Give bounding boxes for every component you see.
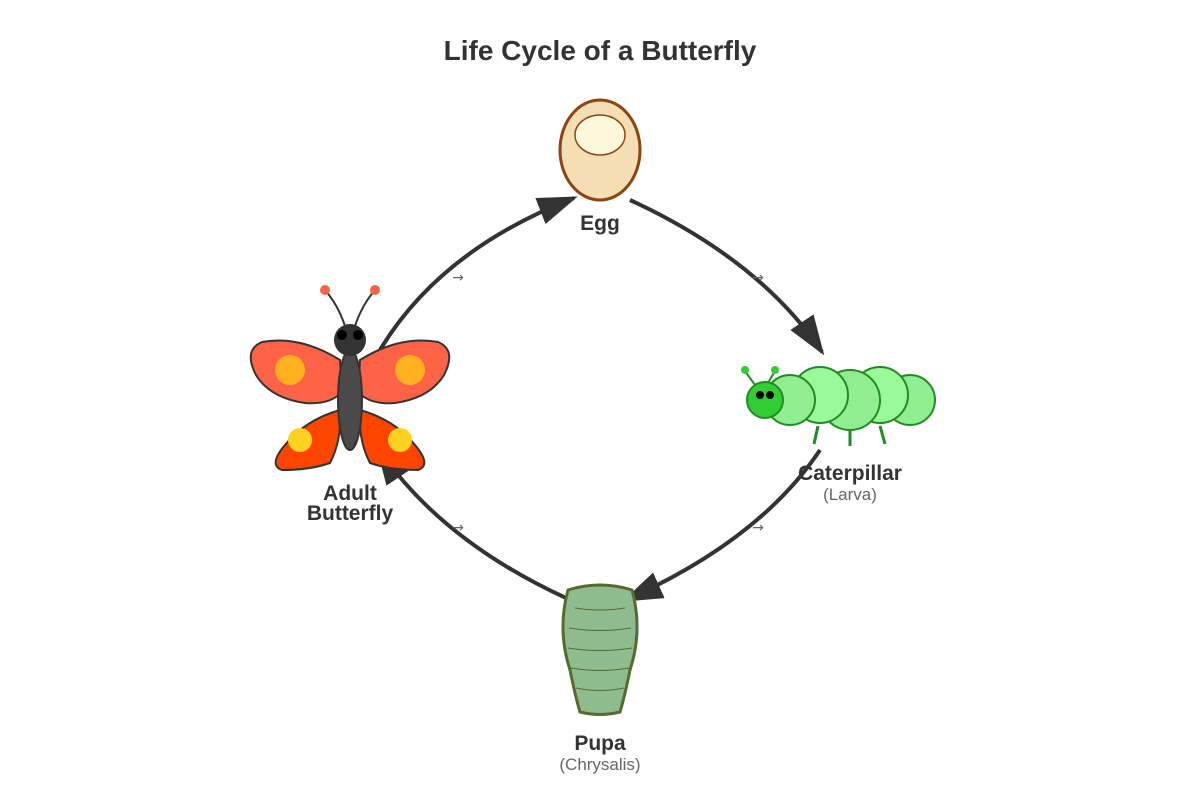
caterpillar-eye <box>766 391 774 399</box>
butterfly-antenna-tip <box>320 285 330 295</box>
egg-stage: Egg <box>558 98 642 235</box>
butterfly-eye <box>353 330 363 340</box>
butterfly-antenna <box>354 289 376 327</box>
small-arrow-glyph: → <box>752 520 764 536</box>
butterfly-antenna <box>324 289 346 327</box>
wing-spot <box>388 428 412 452</box>
butterfly-eye <box>337 330 347 340</box>
arrow-egg-to-caterpillar <box>629 198 825 356</box>
egg-highlight <box>574 114 626 156</box>
pupa-segment-line <box>567 647 633 651</box>
egg-label: Egg <box>580 212 620 235</box>
diagram-title: Life Cycle of a Butterfly <box>444 35 757 66</box>
pupa-label: Pupa <box>574 732 626 755</box>
butterfly-icon <box>249 285 451 472</box>
small-arrow-glyph: → <box>752 270 764 286</box>
wing-spot <box>395 355 425 385</box>
caterpillar-label: Caterpillar <box>798 462 902 485</box>
arrow-pupa-to-butterfly <box>375 444 567 600</box>
small-arrow-glyph: → <box>452 520 464 536</box>
pupa-segment-line <box>575 687 625 691</box>
small-arrow-glyph: → <box>452 270 464 286</box>
pupa-sublabel: (Chrysalis) <box>559 755 640 774</box>
caterpillar-leg <box>878 425 887 445</box>
pupa-segment-line <box>570 667 630 671</box>
caterpillar-eye <box>756 391 764 399</box>
wing-spot <box>275 355 305 385</box>
butterfly-stage: Adult Butterfly <box>249 285 451 525</box>
butterfly-label-line2: Butterfly <box>307 502 394 525</box>
wing-spot <box>288 428 312 452</box>
butterfly-head <box>334 324 366 356</box>
butterfly-label-line1: Adult <box>323 482 377 505</box>
caterpillar-antenna-tip <box>771 366 779 374</box>
pupa-segment-line <box>574 607 626 611</box>
arrow-butterfly-to-egg <box>378 196 578 352</box>
caterpillar-stage: Caterpillar (Larva) <box>741 366 936 504</box>
caterpillar-icon <box>741 366 936 446</box>
pupa-icon <box>561 583 639 716</box>
pupa-segment-line <box>568 627 632 631</box>
pupa-shell <box>561 583 639 716</box>
butterfly-body <box>337 349 363 451</box>
caterpillar-sublabel: (Larva) <box>823 485 877 504</box>
caterpillar-head <box>746 381 784 419</box>
butterfly-antenna-tip <box>370 285 380 295</box>
cycle-arrows: → → → → <box>375 196 825 602</box>
caterpillar-leg <box>812 425 820 445</box>
arrow-caterpillar-to-pupa <box>622 448 822 602</box>
caterpillar-antenna-tip <box>741 366 749 374</box>
pupa-stage: Pupa (Chrysalis) <box>559 583 641 774</box>
